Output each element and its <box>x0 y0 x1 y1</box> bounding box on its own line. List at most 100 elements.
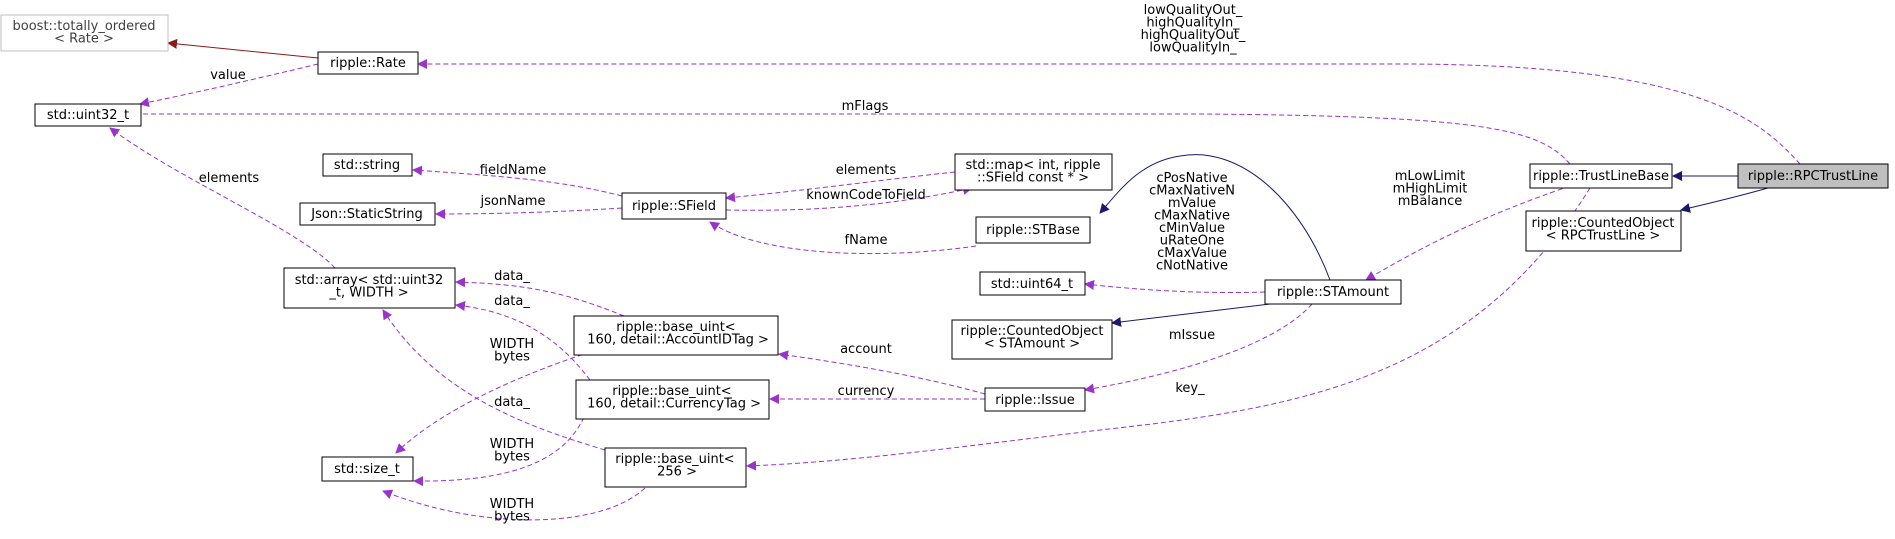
edge-trustline-members <box>1365 185 1571 281</box>
node-label: ripple::TrustLineBase <box>1533 169 1669 184</box>
label-line: knownCodeToField <box>806 188 926 203</box>
label-line: jsonName <box>480 194 546 209</box>
edge-array-elements <box>109 127 336 269</box>
node-base-uint-256[interactable]: ripple::base_uint< 256 > <box>604 447 747 488</box>
label-line: elements <box>836 163 897 178</box>
node-label: ripple::Issue <box>995 393 1074 408</box>
node-json-staticstring[interactable]: Json::StaticString <box>299 202 436 226</box>
label-line: cMinValue <box>1159 221 1225 236</box>
label-line: ripple::CountedObject <box>1531 216 1674 231</box>
label-line: cMaxNative <box>1154 209 1230 224</box>
label-line: cPosNative <box>1156 171 1227 186</box>
edge-stamount-to-counted <box>1111 303 1271 327</box>
edge-label-array-elements: elements <box>199 171 260 186</box>
edge-label-data-1: data_ <box>494 269 530 284</box>
edge-width-bytes-2 <box>413 416 585 487</box>
label-line: ripple::STBase <box>986 223 1080 238</box>
label-line: ripple::base_uint< <box>615 452 734 467</box>
label-line: lowQualityOut_ <box>1144 3 1243 18</box>
node-label: std::uint64_t <box>991 277 1073 292</box>
edge-map-elements <box>725 171 956 203</box>
label-line: ripple::SField <box>632 199 716 214</box>
edge-rate-to-totally-ordered <box>167 38 319 59</box>
edge-label-data-3: data_ <box>494 395 530 410</box>
node-label: std::uint32_t <box>47 108 129 123</box>
edge-label-jsonname: jsonName <box>480 194 546 209</box>
node-label: ripple::SField <box>632 199 716 214</box>
label-line: elements <box>199 171 260 186</box>
edge-label-currency: currency <box>838 384 895 399</box>
label-line: 160, detail::CurrencyTag > <box>583 397 761 412</box>
node-trustlinebase[interactable]: ripple::TrustLineBase <box>1529 163 1673 189</box>
edge-fieldname <box>412 165 623 197</box>
node-ripple-stbase[interactable]: ripple::STBase <box>975 216 1091 244</box>
label-line: WIDTH <box>490 337 534 352</box>
label-line: highQualityOut_ <box>1141 28 1246 43</box>
edge-label-knowncode: knownCodeToField <box>806 188 926 203</box>
node-label: ripple::CountedObject< RPCTrustLine > <box>1531 216 1674 244</box>
label-line: ripple::TrustLineBase <box>1533 169 1669 184</box>
node-ripple-sfield[interactable]: ripple::SField <box>621 192 727 220</box>
node-counted-stamount[interactable]: ripple::CountedObject< STAmount > <box>951 319 1113 360</box>
edge-fname <box>709 221 977 255</box>
node-label: std::array< std::uint32_t, WIDTH > <box>295 273 444 301</box>
label-line: data_ <box>494 395 530 410</box>
label-line: _t, WIDTH > <box>328 286 408 301</box>
node-base-uint-account[interactable]: ripple::base_uint< 160, detail::AccountI… <box>573 315 779 356</box>
node-rpctrustline: ripple::RPCTrustLine <box>1737 163 1889 189</box>
node-label: ripple::CountedObject< STAmount > <box>960 324 1103 352</box>
label-line: fieldName <box>480 163 546 178</box>
node-label: ripple::RPCTrustLine <box>1748 169 1878 184</box>
label-line: highQualityIn_ <box>1146 16 1240 31</box>
edge-rate-value <box>139 63 319 108</box>
node-counted-rpctrustline[interactable]: ripple::CountedObject< RPCTrustLine > <box>1525 210 1682 252</box>
label-line: ripple::CountedObject <box>960 324 1103 339</box>
label-line: data_ <box>494 294 530 309</box>
label-line: std::size_t <box>334 462 400 477</box>
node-ripple-issue[interactable]: ripple::Issue <box>984 387 1086 412</box>
edge-label-fname: fName <box>845 233 888 248</box>
edge-knowncode <box>725 185 973 211</box>
edge-label-missue: mIssue <box>1169 328 1215 343</box>
label-line: 160, detail::AccountIDTag > <box>583 333 769 348</box>
label-line: ripple::RPCTrustLine <box>1748 169 1878 184</box>
label-line: cNotNative <box>1156 259 1228 274</box>
label-line: ripple::base_uint< <box>612 384 731 399</box>
node-label: std::map< int, ripple::SField const * > <box>965 158 1100 186</box>
label-line: mIssue <box>1169 328 1215 343</box>
label-line: ripple::Issue <box>995 393 1074 408</box>
label-line: < RPCTrustLine > <box>1546 229 1661 244</box>
edge-quality <box>417 59 1801 165</box>
label-line: < STAmount > <box>984 337 1080 352</box>
node-base-uint-currency[interactable]: ripple::base_uint< 160, detail::Currency… <box>575 379 770 420</box>
edge-width-bytes-3 <box>382 487 646 521</box>
edge-labels: value lowQualityOut_highQualityIn_highQu… <box>199 3 1468 525</box>
edge-data-2 <box>455 301 591 381</box>
label-line: std::uint32_t <box>47 108 129 123</box>
label-line: fName <box>845 233 888 248</box>
node-std-size-t: std::size_t <box>321 456 414 482</box>
node-std-uint32: std::uint32_t <box>34 103 142 127</box>
label-line: ripple::STAmount <box>1277 285 1389 300</box>
node-boost-totally-ordered: boost::totally_ordered< Rate > <box>0 14 169 52</box>
edge-label-account: account <box>840 342 892 357</box>
edge-label-rate-value: value <box>210 68 246 83</box>
label-line: bytes <box>494 350 530 365</box>
node-ripple-stamount[interactable]: ripple::STAmount <box>1264 279 1402 305</box>
label-line: std::string <box>334 158 400 173</box>
node-ripple-rate[interactable]: ripple::Rate <box>317 51 419 75</box>
label-line: cMaxValue <box>1157 246 1227 261</box>
edge-label-mflags: mFlags <box>842 99 889 114</box>
node-label: ripple::STAmount <box>1277 285 1389 300</box>
label-line: WIDTH <box>490 497 534 512</box>
nodes: boost::totally_ordered< Rate > ripple::R… <box>0 14 1889 488</box>
label-line: 256 > <box>653 465 697 480</box>
node-label: Json::StaticString <box>310 207 423 222</box>
label-line: bytes <box>494 510 530 525</box>
node-label: boost::totally_ordered< Rate > <box>13 19 156 47</box>
